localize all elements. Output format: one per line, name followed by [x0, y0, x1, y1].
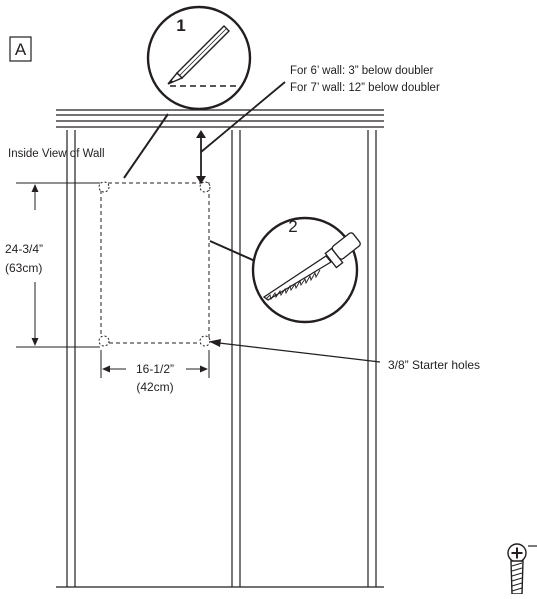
saw-blade — [262, 255, 332, 301]
pencil-step-number: 1 — [176, 16, 185, 35]
panel-label: A — [9, 36, 32, 62]
screw-thread — [511, 567, 523, 572]
width-arrow-right — [200, 365, 208, 373]
starter-hole — [199, 335, 211, 347]
wall-framing — [56, 109, 384, 588]
pencil-callout-leader — [123, 113, 169, 179]
keyhole-saw-icon — [262, 232, 361, 301]
inside-view-label: Inside View of Wall — [8, 148, 105, 160]
screw-thread — [511, 577, 523, 582]
height-arrow-bottom — [31, 338, 39, 346]
starter-hole — [98, 335, 110, 347]
height-arrow-top — [31, 184, 39, 192]
starter-holes-label: 3/8” Starter holes — [388, 358, 480, 372]
saw-handle — [331, 232, 361, 260]
doubler-note-leader — [200, 81, 286, 153]
cutout-outline — [98, 181, 211, 347]
height-imperial-label: 24-3/4” — [5, 242, 43, 256]
width-arrow-left — [102, 365, 110, 373]
doubler-distance-arrow — [196, 130, 206, 184]
note-7ft-wall: For 7’ wall: 12” below doubler — [290, 82, 440, 94]
saw-step-number: 2 — [288, 217, 297, 236]
starter-hole — [98, 181, 110, 193]
saw-callout: 2 — [209, 216, 361, 324]
width-metric-label: (42cm) — [136, 380, 173, 394]
note-6ft-wall: For 6’ wall: 3” below doubler — [290, 65, 434, 77]
screw-thread — [511, 582, 523, 587]
saw-callout-leader — [209, 240, 256, 262]
starter-holes-callout — [209, 339, 381, 363]
starter-holes-arrow-head — [209, 339, 221, 347]
pencil-callout: 1 — [123, 5, 252, 179]
screw-icon — [507, 543, 537, 595]
width-dimension — [100, 350, 210, 378]
pencil-icon — [167, 25, 230, 85]
width-imperial-label: 16-1/2” — [136, 362, 174, 376]
screw-thread — [511, 587, 523, 592]
starter-hole — [199, 181, 211, 193]
doubler-arrow-head-down — [196, 176, 206, 184]
saw-teeth — [265, 269, 321, 301]
panel-label-box — [9, 36, 32, 62]
screw-thread — [511, 572, 523, 577]
pencil-lead — [168, 79, 174, 84]
doubler-arrow-head-up — [196, 130, 206, 138]
panel-label-text: A — [15, 40, 27, 59]
starter-holes-leader — [218, 342, 381, 363]
screw-thread — [511, 562, 523, 567]
height-metric-label: (63cm) — [5, 261, 42, 275]
cutout-rectangle — [100, 182, 210, 344]
height-dimension — [16, 182, 100, 348]
pencil-stripe — [179, 28, 227, 76]
